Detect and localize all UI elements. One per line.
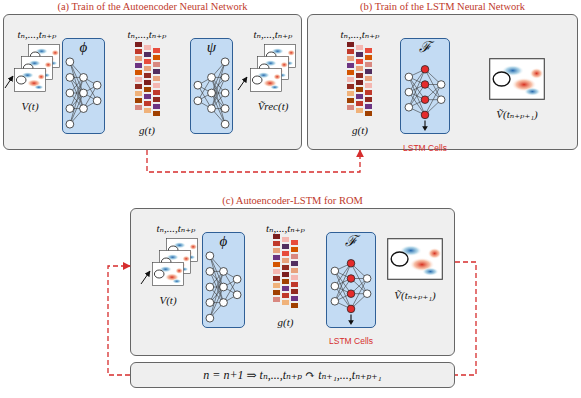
panel-heading: (c) Autoencoder-LSTM for ROM xyxy=(131,194,454,207)
network-box: ψ xyxy=(190,38,233,134)
label-slot: tₙ,...,tₙ₊ₚ xyxy=(290,24,430,42)
network-box: ϕ xyxy=(62,38,105,134)
network-box: ℱ xyxy=(326,232,376,328)
math-label: tₙ,...,tₙ₊ₚ xyxy=(341,28,380,40)
math-label: tₙ,...,tₙ₊ₚ xyxy=(266,222,305,234)
label-slot: LSTM Cells xyxy=(281,330,421,348)
dashed-connector xyxy=(108,266,130,375)
math-label: tₙ,...,tₙ₊ₚ xyxy=(18,28,57,40)
network-symbol: ℱ xyxy=(401,39,449,56)
math-label: g(t) xyxy=(278,316,294,328)
math-label: V(t) xyxy=(159,294,176,306)
loop-box: n = n+1 ⇒ tₙ,...,tₙ₊ₚ ↷ tₙ₊₁,...,tₙ₊ₚ₊₁ xyxy=(130,362,455,388)
label-slot: tₙ,...,tₙ₊ₚ xyxy=(0,24,107,42)
label-slot: Ṽrec(t) xyxy=(203,96,343,114)
math-label: tₙ,...,tₙ₊ₚ xyxy=(157,222,196,234)
label-slot: tₙ,...,tₙ₊ₚ xyxy=(216,218,356,236)
network-symbol: ψ xyxy=(191,39,232,56)
network-box: ϕ xyxy=(202,232,245,328)
math-label: Ṽrec(t) xyxy=(258,100,289,112)
label-slot: V(t) xyxy=(0,96,100,114)
label-slot: tₙ,...,tₙ₊ₚ xyxy=(203,24,343,42)
network-symbol: ϕ xyxy=(63,39,104,56)
math-label: g(t) xyxy=(352,124,368,136)
label-slot: tₙ,...,tₙ₊ₚ xyxy=(77,24,217,42)
network-box: ℱ xyxy=(400,38,450,134)
cell-caption: LSTM Cells xyxy=(403,143,447,153)
label-slot: g(t) xyxy=(77,120,217,138)
math-label: tₙ,...,tₙ₊ₚ xyxy=(254,28,293,40)
math-label: tₙ,...,tₙ₊ₚ xyxy=(128,28,167,40)
panel-heading: (b) Train of the LSTM Neural Network xyxy=(308,0,577,13)
math-label: g(t) xyxy=(139,124,155,136)
label-slot: Ṽ(tₙ₊ₚ₊₁) xyxy=(345,285,485,303)
dashed-connector xyxy=(455,262,476,375)
label-slot: V(t) xyxy=(98,290,238,308)
label-slot: Ṽ(tₙ₊ₚ₊₁) xyxy=(447,104,581,122)
math-label: V(t) xyxy=(21,100,38,112)
panel-heading: (a) Train of the Autoencoder Neural Netw… xyxy=(4,0,301,13)
update-rule: n = n+1 ⇒ tₙ,...,tₙ₊ₚ ↷ tₙ₊₁,...,tₙ₊ₚ₊₁ xyxy=(203,368,381,383)
network-symbol: ϕ xyxy=(203,233,244,250)
label-slot: g(t) xyxy=(290,120,430,138)
network-symbol: ℱ xyxy=(327,233,375,250)
math-label: Ṽ(tₙ₊ₚ₊₁) xyxy=(394,289,435,301)
label-slot: LSTM Cells xyxy=(355,137,495,155)
dashed-connector xyxy=(147,150,360,172)
math-label: Ṽ(tₙ₊ₚ₊₁) xyxy=(496,108,537,120)
cell-caption: LSTM Cells xyxy=(329,336,373,346)
label-slot: g(t) xyxy=(216,312,356,330)
